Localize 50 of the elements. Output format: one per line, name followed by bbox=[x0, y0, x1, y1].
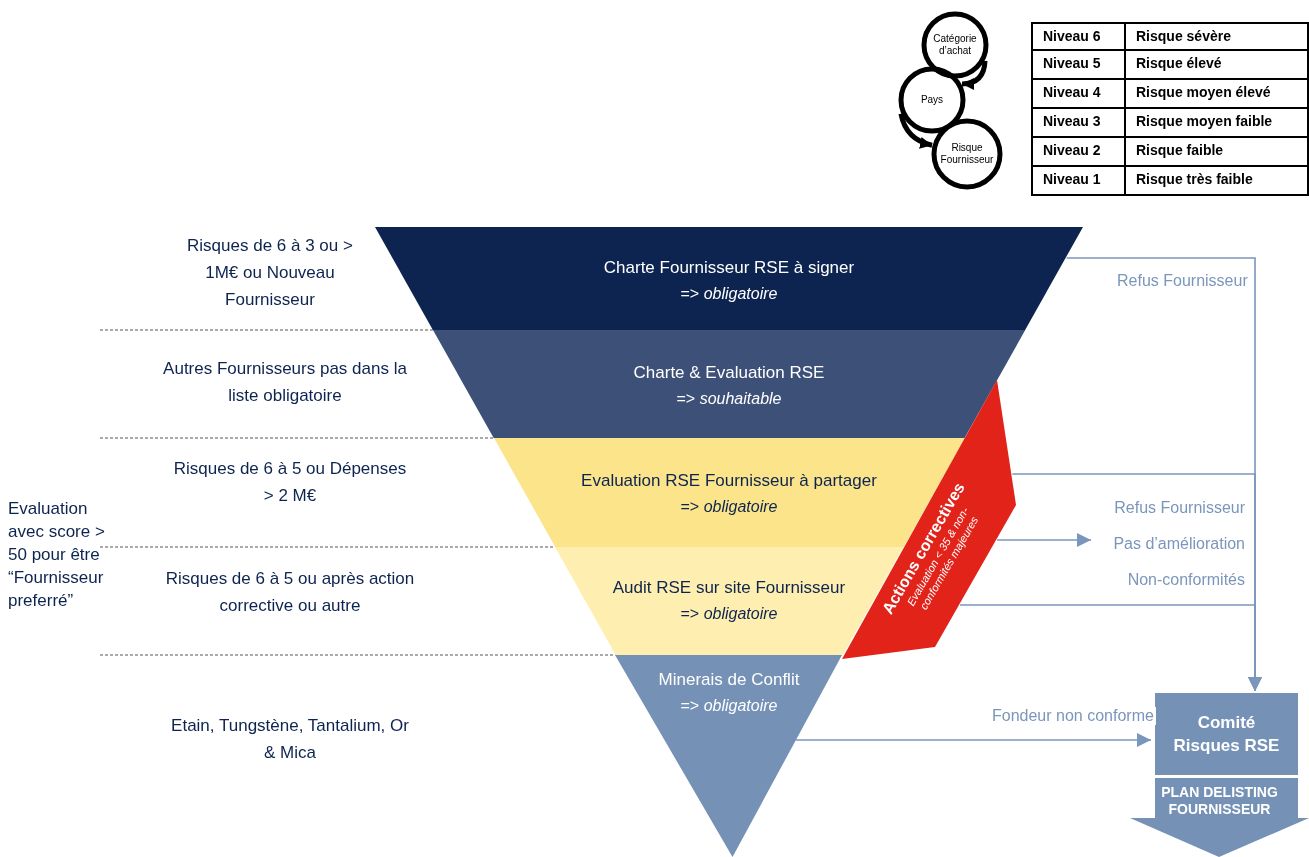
delisting-arrow bbox=[1130, 778, 1309, 857]
level-cell: Niveau 4 bbox=[1031, 80, 1126, 109]
level-cell: Niveau 3 bbox=[1031, 109, 1126, 138]
band-note: => obligatoire bbox=[680, 696, 778, 716]
risk-cell: Risque élevé bbox=[1126, 51, 1309, 80]
outcome-text: Refus Fournisseur bbox=[1114, 498, 1245, 518]
risk-cell: Risque moyen faible bbox=[1126, 109, 1309, 138]
risk-cell: Risque sévère bbox=[1126, 22, 1309, 51]
arrow bbox=[996, 533, 1092, 547]
risk-cell: Risque très faible bbox=[1126, 167, 1309, 196]
band-title: Minerais de Conflit bbox=[658, 669, 800, 691]
level-cell: Niveau 2 bbox=[1031, 138, 1126, 167]
band-title: Audit RSE sur site Fournisseur bbox=[612, 577, 846, 599]
band-title: Charte & Evaluation RSE bbox=[633, 362, 825, 384]
cycle-label: Pays bbox=[920, 94, 944, 106]
band-note: => obligatoire bbox=[680, 284, 778, 304]
outcome-text: Pas d’amélioration bbox=[1113, 534, 1245, 554]
committee-box bbox=[1155, 693, 1298, 775]
cycle-circle bbox=[931, 118, 1003, 190]
arrow bbox=[961, 60, 988, 90]
cycle-label: Catégorie d’achat bbox=[932, 33, 978, 57]
band-note: => obligatoire bbox=[680, 497, 778, 517]
band-title: Evaluation RSE Fournisseur à partager bbox=[581, 470, 877, 492]
arrow bbox=[794, 733, 1152, 747]
row-label: Evaluation avec score > 50 pour être “Fournisseur preferré” bbox=[8, 498, 106, 612]
arrow bbox=[898, 113, 933, 149]
risk-cell: Risque moyen élevé bbox=[1126, 80, 1309, 109]
row-label: Risques de 6 à 3 ou > 1M€ ou Nouveau Fournisseur bbox=[186, 235, 354, 311]
band-note: => souhaitable bbox=[676, 389, 782, 409]
edge-label: Fondeur non conforme bbox=[990, 707, 1156, 725]
box-text: PLAN DELISTING FOURNISSEUR bbox=[1160, 784, 1279, 818]
band-note: => obligatoire bbox=[680, 604, 778, 624]
arrow bbox=[959, 604, 1262, 692]
funnel-band bbox=[375, 227, 1083, 330]
outcome-text: Non-conformités bbox=[1127, 570, 1245, 590]
box-text: Comité Risques RSE bbox=[1172, 712, 1281, 757]
risk-cell: Risque faible bbox=[1126, 138, 1309, 167]
cycle-circle bbox=[898, 66, 966, 134]
row-label: Risques de 6 à 5 ou après action corrective ou autre bbox=[164, 568, 416, 617]
cycle-circle bbox=[921, 11, 989, 79]
level-cell: Niveau 5 bbox=[1031, 51, 1126, 80]
level-cell: Niveau 1 bbox=[1031, 167, 1126, 196]
funnel-tip bbox=[615, 655, 843, 857]
funnel-band bbox=[432, 330, 1026, 438]
cycle-label: Risque Fournisseur bbox=[939, 142, 995, 166]
row-label: Risques de 6 à 5 ou Dépenses > 2 M€ bbox=[172, 458, 408, 507]
row-label: Etain, Tungstène, Tantalium, Or & Mica bbox=[170, 715, 410, 764]
level-cell: Niveau 6 bbox=[1031, 22, 1126, 51]
row-label: Autres Fournisseurs pas dans la liste obligatoire bbox=[162, 358, 408, 407]
band-title: Charte Fournisseur RSE à signer bbox=[603, 257, 855, 279]
